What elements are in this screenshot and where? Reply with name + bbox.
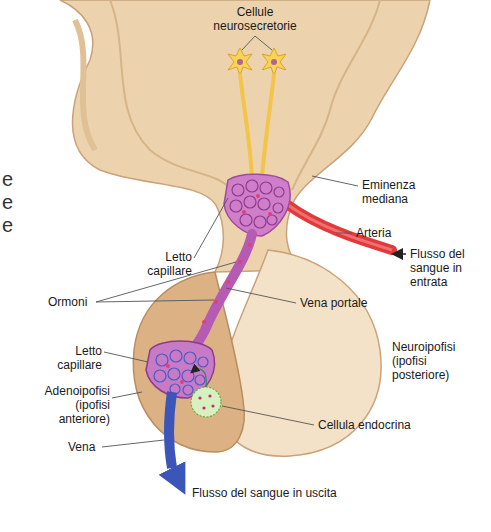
vessel-label: Vena [68, 440, 95, 454]
structure-label: Letto capillare [128, 250, 192, 278]
vessel-label: Arteria [356, 226, 391, 240]
structure-label: Eminenza mediana [362, 178, 442, 206]
vessel-label: Vena portale [300, 296, 367, 310]
flow-label: Flusso del sangue in uscita [192, 486, 337, 500]
flow-label: Flusso del sangue in entrata [410, 247, 482, 289]
structure-label: Adenoipofisi (ipofisi anteriore) [26, 384, 110, 426]
structure-label: Neuroipofisi (ipofisi posteriore) [392, 340, 472, 382]
slide-text-fragment: e [2, 191, 13, 214]
slide-text-fragment: e [2, 168, 13, 191]
slide-text-fragment: e [2, 214, 13, 237]
cell-label: Cellule neurosecretorie [207, 5, 303, 33]
substance-label: Ormoni [48, 295, 87, 309]
structure-label: Letto capillare [38, 344, 102, 372]
cell-label: Cellula endocrina [318, 418, 411, 432]
